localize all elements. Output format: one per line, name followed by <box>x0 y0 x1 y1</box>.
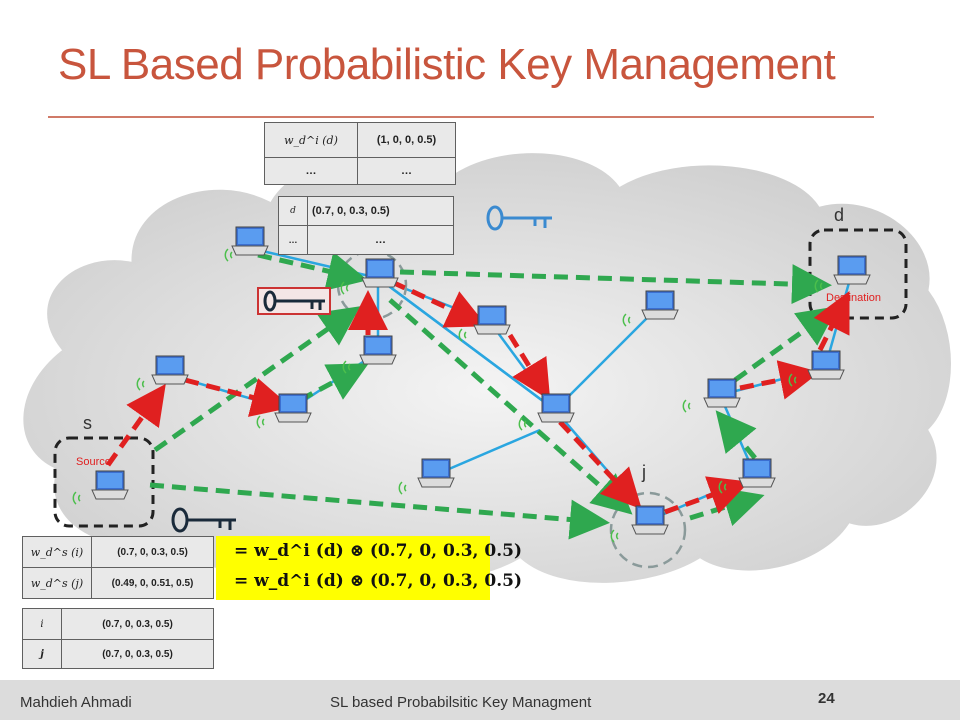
table-cell: (0.7, 0, 0.3, 0.5) <box>61 639 214 669</box>
source-box <box>53 436 155 528</box>
laptop-icon <box>807 350 845 380</box>
source-label: Source <box>76 456 111 468</box>
footer-subtitle: SL based Probabilsitic Key Managment <box>330 694 592 711</box>
table-cell: w_d^i (d) <box>264 122 358 158</box>
slide-footer: Mahdieh Ahmadi SL based Probabilsitic Ke… <box>0 680 960 720</box>
laptop-icon <box>537 393 575 423</box>
table-cell: … <box>264 157 358 185</box>
title-divider <box>48 116 874 118</box>
table-cell: … <box>357 157 456 185</box>
laptop-icon <box>833 255 871 285</box>
red-paths <box>105 279 850 515</box>
formula-highlight: = w_d^i (d) ⊗ (0.7, 0, 0.3, 0.5) = w_d^i… <box>216 536 523 600</box>
opinion-table-bottom-2: i (0.7, 0, 0.3, 0.5) j (0.7, 0, 0.3, 0.5… <box>22 608 214 669</box>
table-row: i (0.7, 0, 0.3, 0.5) <box>22 608 214 640</box>
laptop-icon <box>359 335 397 365</box>
laptop-icon <box>91 470 129 500</box>
table-cell: i <box>22 608 62 640</box>
slide-title: SL Based Probabilistic Key Management <box>58 40 836 89</box>
table-cell: j <box>22 639 62 669</box>
laptop-icon <box>361 258 399 288</box>
formula-line: = w_d^i (d) ⊗ (0.7, 0, 0.3, 0.5) <box>234 571 523 591</box>
opinion-table-bottom: w_d^s (i) (0.7, 0, 0.3, 0.5) w_d^s (j) (… <box>22 536 214 599</box>
opinion-table-top-2: d (0.7, 0, 0.3, 0.5) … … <box>278 196 454 255</box>
table-row: w_d^i (d) (1, 0, 0, 0.5) <box>264 122 456 158</box>
page-number: 24 <box>818 690 835 707</box>
footer-author: Mahdieh Ahmadi <box>20 694 132 711</box>
node-j-label: j <box>642 462 646 482</box>
laptop-icon <box>473 305 511 335</box>
table-cell: … <box>278 225 308 255</box>
destination-label: Destination <box>826 292 882 304</box>
table-cell: (0.49, 0, 0.51, 0.5) <box>91 567 214 599</box>
table-row: d (0.7, 0, 0.3, 0.5) <box>278 196 454 226</box>
table-cell: w_d^s (j) <box>22 567 92 599</box>
laptop-icon <box>641 290 679 320</box>
key-icon <box>257 287 331 315</box>
laptop-icon <box>151 355 189 385</box>
laptop-icon <box>274 393 312 423</box>
table-row: j (0.7, 0, 0.3, 0.5) <box>22 639 214 669</box>
table-cell: (0.7, 0, 0.3, 0.5) <box>91 536 214 568</box>
table-row: … … <box>264 157 456 185</box>
table-cell: (0.7, 0, 0.3, 0.5) <box>307 196 454 226</box>
node-highlight-circle <box>609 491 687 569</box>
laptop-icon <box>631 505 669 535</box>
table-cell: d <box>278 196 308 226</box>
table-cell: (0.7, 0, 0.3, 0.5) <box>61 608 214 640</box>
table-row: w_d^s (i) (0.7, 0, 0.3, 0.5) <box>22 536 214 568</box>
laptop-icon <box>417 458 455 488</box>
table-row: w_d^s (j) (0.49, 0, 0.51, 0.5) <box>22 567 214 599</box>
source-node-label: s <box>83 413 92 433</box>
formula-line: = w_d^i (d) ⊗ (0.7, 0, 0.3, 0.5) <box>234 541 523 561</box>
opinion-table-top: w_d^i (d) (1, 0, 0, 0.5) … … <box>264 122 456 185</box>
table-cell: … <box>307 225 454 255</box>
key-icon <box>486 205 552 231</box>
table-row: … … <box>278 225 454 255</box>
table-cell: w_d^s (i) <box>22 536 92 568</box>
laptop-icon <box>231 226 269 256</box>
destination-node-label: d <box>834 205 845 225</box>
laptop-icon <box>703 378 741 408</box>
laptop-icon <box>738 458 776 488</box>
key-icon <box>171 507 236 533</box>
table-cell: (1, 0, 0, 0.5) <box>357 122 456 158</box>
